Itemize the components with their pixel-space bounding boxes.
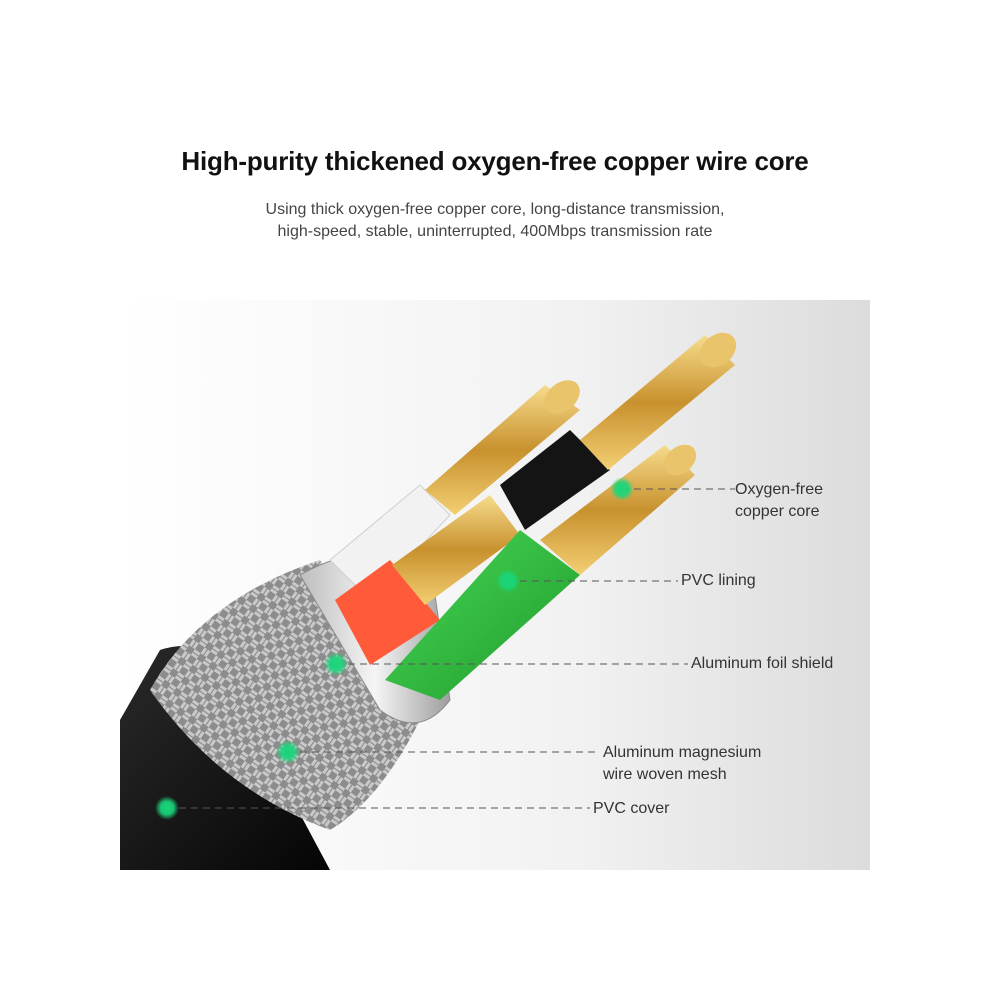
label-oxygen-free-line-1: Oxygen-free	[735, 481, 824, 498]
label-woven-mesh-line-2: wire woven mesh	[603, 766, 727, 783]
marker-pvc-cover	[155, 796, 179, 820]
subtitle-line-1: Using thick oxygen-free copper core, lon…	[265, 201, 725, 218]
label-oxygen-free-copper-core: Oxygen-free copper core	[735, 479, 823, 523]
green-conductor-copper	[540, 445, 695, 575]
white-conductor-tip	[544, 380, 580, 414]
black-conductor	[500, 430, 610, 530]
black-conductor-tip	[699, 332, 737, 368]
subtitle: Using thick oxygen-free copper core, lon…	[0, 199, 990, 243]
green-conductor-tip	[663, 444, 697, 476]
label-woven-mesh: Aluminum magnesium wire woven mesh	[603, 742, 761, 786]
label-aluminum-foil-shield: Aluminum foil shield	[691, 655, 834, 672]
subtitle-line-2: high-speed, stable, uninterrupted, 400Mb…	[277, 223, 713, 240]
white-conductor-copper	[425, 385, 580, 515]
label-woven-mesh-line-1: Aluminum magnesium	[603, 744, 762, 761]
marker-pvc-lining	[496, 569, 520, 593]
red-conductor-copper	[392, 495, 520, 605]
label-pvc-cover: PVC cover	[593, 800, 670, 817]
page-title: High-purity thickened oxygen-free copper…	[181, 146, 809, 176]
green-conductor	[385, 530, 580, 700]
marker-foil-shield	[324, 652, 348, 676]
label-pvc-lining: PVC lining	[681, 572, 756, 589]
black-conductor-copper	[580, 335, 735, 470]
marker-woven-mesh	[276, 740, 300, 764]
marker-oxygen-free	[610, 477, 634, 501]
label-oxygen-free-line-2: copper core	[735, 503, 820, 520]
red-conductor	[335, 560, 440, 665]
